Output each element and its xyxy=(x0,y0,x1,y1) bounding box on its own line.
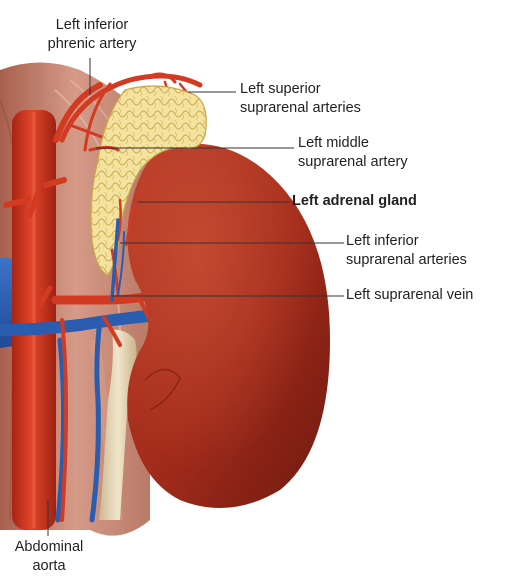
label-line: suprarenal arteries xyxy=(240,100,361,116)
label-line: Left adrenal gland xyxy=(292,193,417,209)
label-superior-suprarenal-arteries: Left superior suprarenal arteries xyxy=(240,80,361,118)
label-abdominal-aorta: Abdominal aorta xyxy=(6,538,92,576)
label-line: Left suprarenal vein xyxy=(346,287,474,303)
label-suprarenal-vein: Left suprarenal vein xyxy=(346,286,473,305)
label-line: Left inferior xyxy=(346,233,419,249)
label-line: phrenic artery xyxy=(47,36,137,52)
label-line: aorta xyxy=(32,558,66,574)
label-line: suprarenal artery xyxy=(298,154,408,170)
label-adrenal-gland: Left adrenal gland xyxy=(292,192,417,211)
label-line: Abdominal xyxy=(14,539,84,555)
label-line: Left inferior xyxy=(55,17,129,33)
label-line: suprarenal arteries xyxy=(346,252,467,268)
leader-lines xyxy=(47,58,344,536)
label-inferior-suprarenal-arteries: Left inferior suprarenal arteries xyxy=(346,232,467,270)
abdominal-aorta xyxy=(12,110,56,530)
suprarenal-vein xyxy=(110,218,125,302)
label-phrenic-artery: Left inferior phrenic artery xyxy=(38,16,146,54)
kidney xyxy=(127,143,330,508)
ureter xyxy=(100,329,137,520)
label-line: Left middle xyxy=(298,135,369,151)
aortic-branches xyxy=(3,82,153,308)
label-middle-suprarenal-artery: Left middle suprarenal artery xyxy=(298,134,408,172)
label-line: Left superior xyxy=(240,81,321,97)
